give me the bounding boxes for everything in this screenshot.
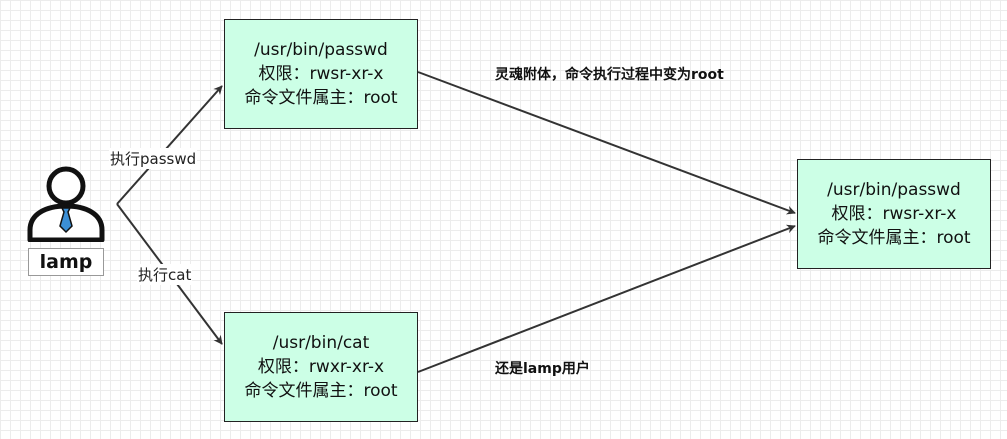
passwd-target-box: /usr/bin/passwd 权限：rwsr-xr-x 命令文件属主：root (797, 159, 991, 269)
edge-label-exec-passwd: 执行passwd (109, 148, 198, 169)
edge-label-becomes-root: 灵魂附体，命令执行过程中变为root (495, 67, 724, 83)
box-path-line: /usr/bin/cat (272, 333, 370, 353)
edge-cat-to-dst (417, 224, 796, 373)
box-path-line: /usr/bin/passwd (254, 40, 388, 60)
cat-source-box: /usr/bin/cat 权限：rwxr-xr-x 命令文件属主：root (224, 312, 418, 422)
edge-user-to-passwd (116, 85, 223, 205)
box-permission-line: 权限：rwsr-xr-x (258, 64, 384, 84)
user-name-label: lamp (28, 248, 104, 276)
box-permission-line: 权限：rwsr-xr-x (831, 204, 957, 224)
box-permission-line: 权限：rwxr-xr-x (257, 357, 385, 377)
user-person-icon (27, 166, 105, 242)
box-owner-line: 命令文件属主：root (244, 381, 398, 401)
edge-passwd-to-dst (417, 71, 796, 215)
edge-label-exec-cat: 执行cat (137, 264, 193, 285)
box-path-line: /usr/bin/passwd (827, 180, 961, 200)
box-owner-line: 命令文件属主：root (817, 228, 971, 248)
box-owner-line: 命令文件属主：root (244, 88, 398, 108)
edge-label-still-lamp-user: 还是lamp用户 (495, 361, 590, 377)
passwd-source-box: /usr/bin/passwd 权限：rwsr-xr-x 命令文件属主：root (224, 19, 418, 129)
necktie-icon (59, 207, 73, 234)
